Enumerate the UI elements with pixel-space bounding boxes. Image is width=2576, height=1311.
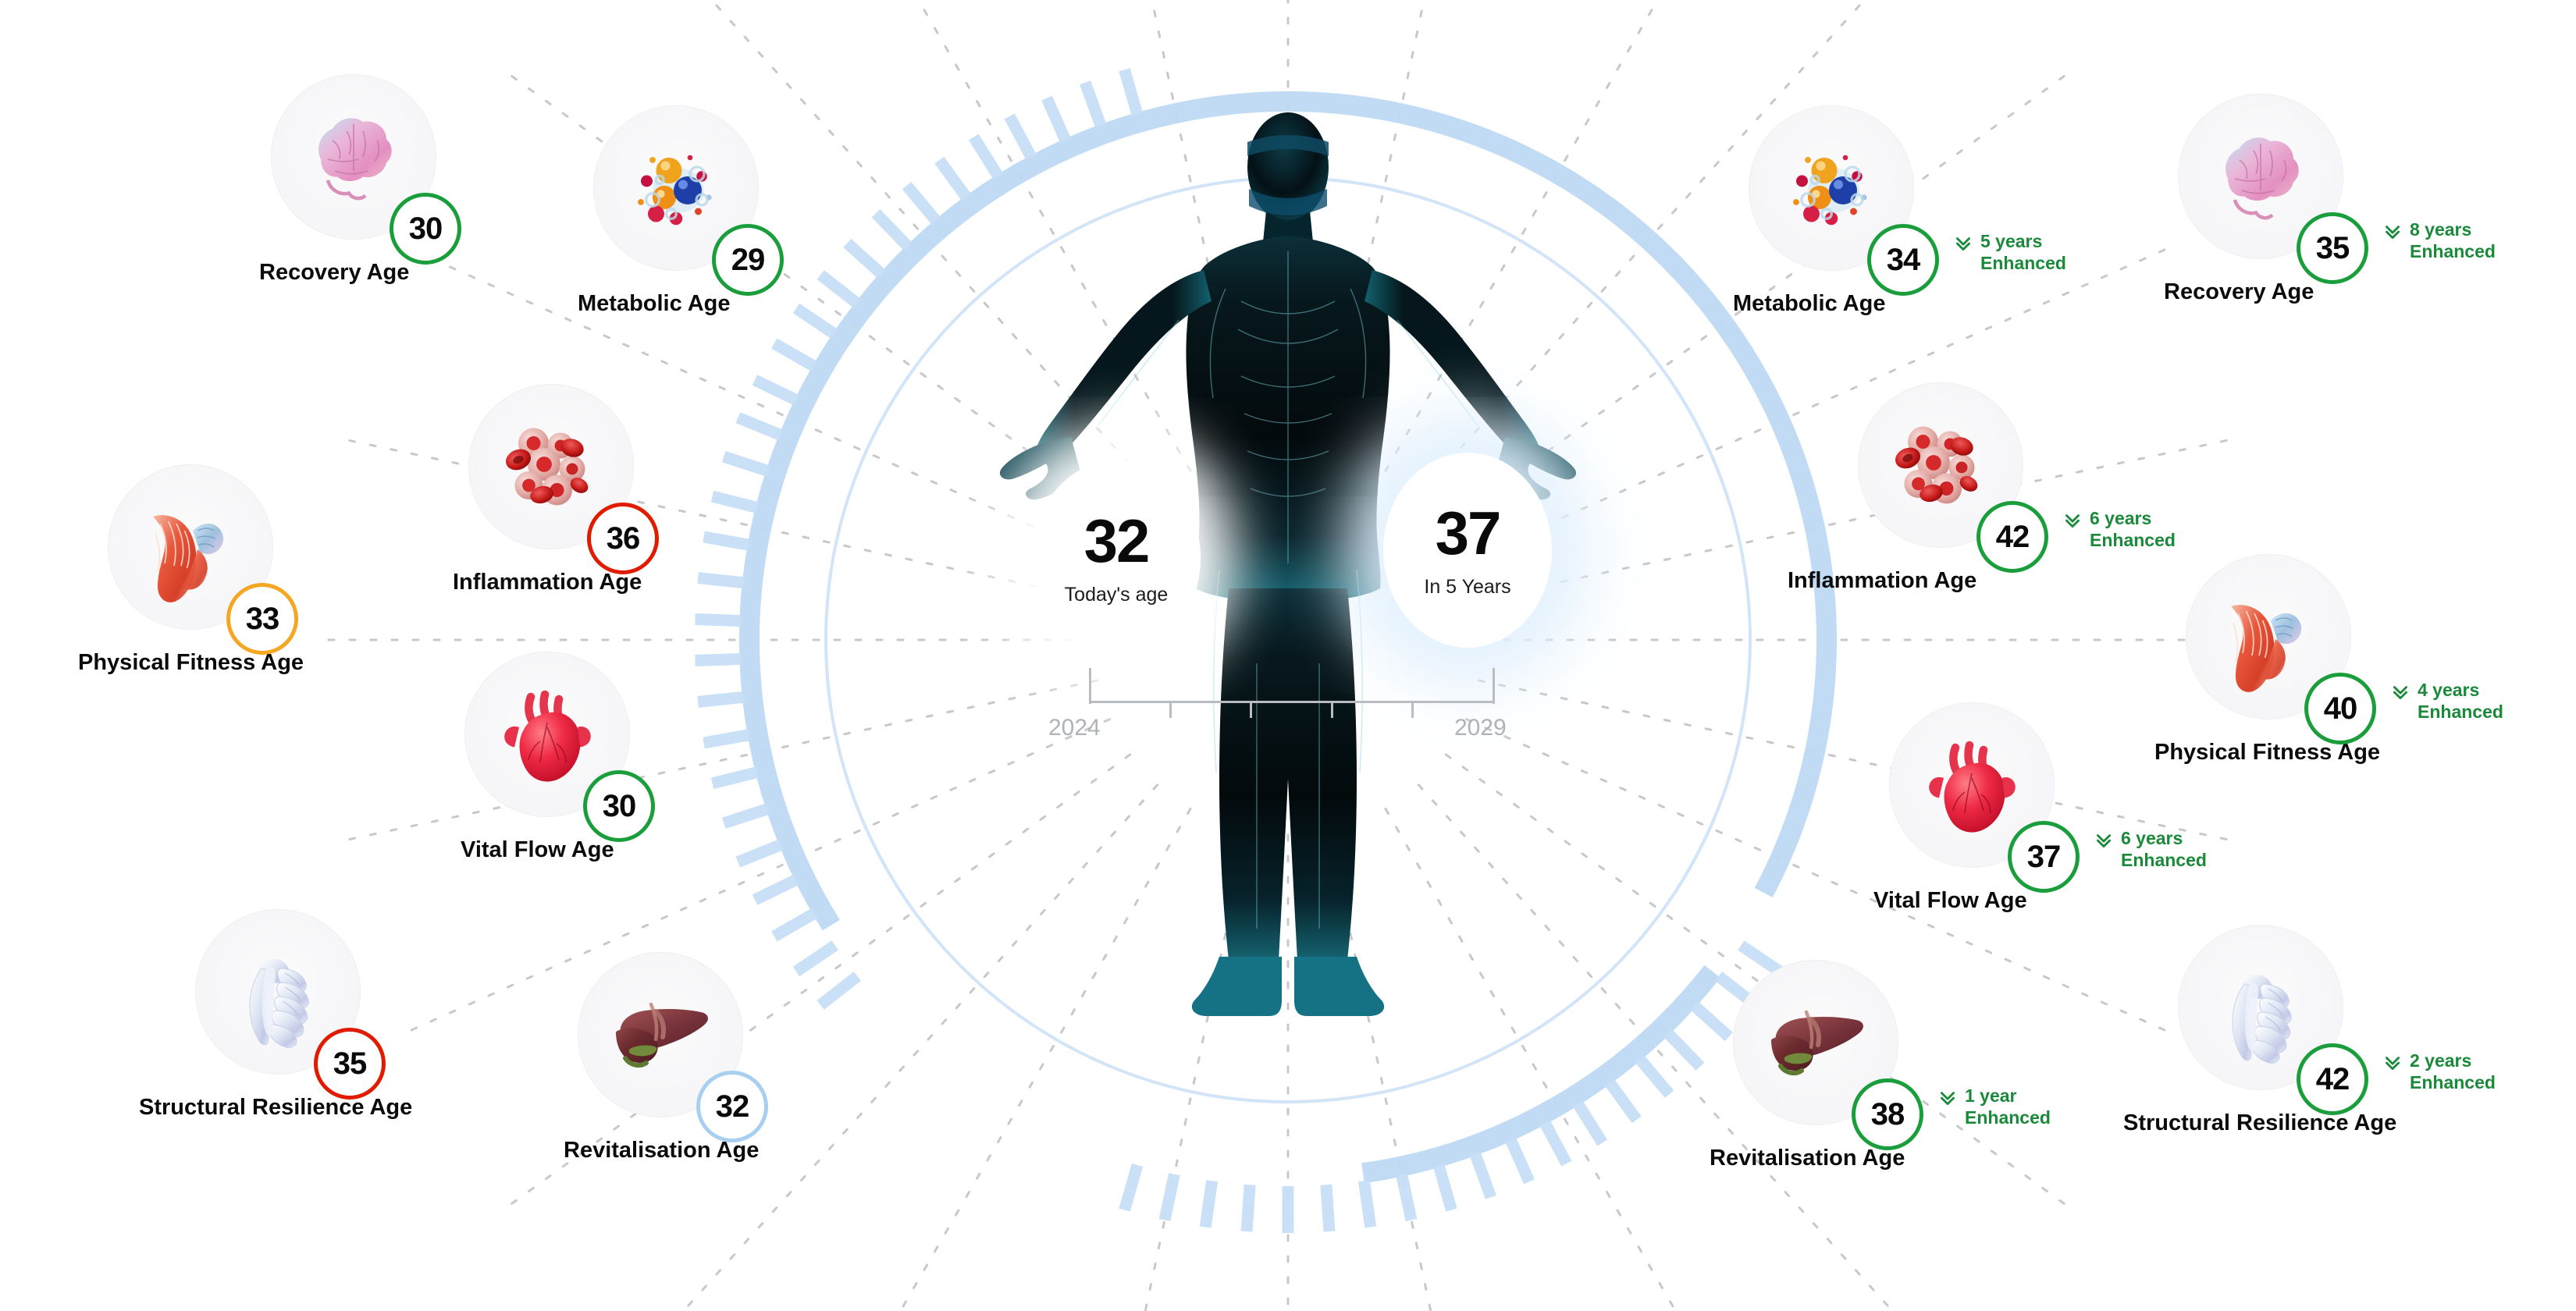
age-badge-right-fitness: 40 <box>2304 673 2376 744</box>
future-age-bubble: 37 In 5 Years <box>1383 453 1552 648</box>
double-chevron-down-icon <box>2094 830 2114 854</box>
age-badge-left-revital: 32 <box>696 1071 768 1142</box>
timeline-tick-start <box>1089 668 1091 704</box>
metric-label-left-structural: Structural Resilience Age <box>139 1095 413 1120</box>
timeline-tick-end <box>1493 668 1495 704</box>
metric-label-right-revital: Revitalisation Age <box>1710 1146 1905 1171</box>
enhanced-years: 6 years <box>2121 828 2183 848</box>
timeline-tick-mid <box>1169 701 1172 718</box>
age-badge-left-metabolic: 29 <box>712 224 784 296</box>
enhanced-word: Enhanced <box>2410 241 2496 262</box>
future-age-caption: In 5 Years <box>1424 575 1511 598</box>
enhanced-word: Enhanced <box>1965 1107 2051 1128</box>
timeline-tick-mid <box>1331 701 1333 718</box>
age-badge-left-vitalflow: 30 <box>583 770 655 842</box>
age-badge-left-inflammation: 36 <box>587 503 659 574</box>
metric-label-right-vitalflow: Vital Flow Age <box>1873 888 2027 913</box>
metric-label-left-vitalflow: Vital Flow Age <box>461 837 614 862</box>
age-badge-left-fitness: 33 <box>226 583 298 655</box>
enhanced-years: 2 years <box>2410 1050 2472 1071</box>
future-age-value: 37 <box>1435 498 1502 567</box>
double-chevron-down-icon <box>2382 1052 2403 1077</box>
age-timeline: 2024 2029 <box>1048 668 1507 743</box>
metric-label-left-recovery: Recovery Age <box>259 260 410 285</box>
liver-icon <box>578 952 743 1117</box>
enhanced-word: Enhanced <box>1980 253 2066 274</box>
metric-label-left-inflammation: Inflammation Age <box>453 570 642 595</box>
muscle-arm-icon <box>2186 554 2351 719</box>
timeline-tick-mid <box>1411 701 1414 718</box>
timeline-tick-mid <box>1250 701 1252 718</box>
enhanced-years: 4 years <box>2418 680 2480 700</box>
human-body-figure <box>991 101 1585 1194</box>
age-badge-right-recovery: 35 <box>2297 212 2368 284</box>
double-chevron-down-icon <box>2390 681 2411 706</box>
metric-label-right-recovery: Recovery Age <box>2164 279 2314 304</box>
age-badge-right-vitalflow: 37 <box>2008 821 2080 893</box>
double-chevron-down-icon <box>1937 1087 1958 1112</box>
enhanced-years: 6 years <box>2090 508 2152 528</box>
todays-age-value: 32 <box>1083 506 1151 575</box>
blood-cells-icon <box>468 384 634 549</box>
timeline-end-year: 2029 <box>1454 715 1507 741</box>
metric-label-right-inflammation: Inflammation Age <box>1788 568 1977 593</box>
enhanced-word: Enhanced <box>2418 702 2503 723</box>
timeline-axis <box>1089 701 1495 703</box>
age-badge-right-structural: 42 <box>2297 1043 2368 1115</box>
metric-label-right-structural: Structural Resilience Age <box>2123 1110 2397 1135</box>
metric-label-left-metabolic: Metabolic Age <box>578 291 731 316</box>
age-badge-right-metabolic: 34 <box>1867 224 1939 296</box>
todays-age-caption: Today's age <box>1064 583 1169 606</box>
timeline-start-year: 2024 <box>1048 715 1101 741</box>
age-badge-left-recovery: 30 <box>390 193 461 265</box>
double-chevron-down-icon <box>2062 510 2083 535</box>
enhanced-word: Enhanced <box>2121 850 2207 871</box>
enhanced-years: 1 year <box>1965 1085 2017 1106</box>
enhanced-word: Enhanced <box>2410 1072 2496 1093</box>
enhanced-word: Enhanced <box>2090 530 2176 551</box>
age-badge-right-revital: 38 <box>1852 1078 1923 1150</box>
double-chevron-down-icon <box>2382 221 2403 246</box>
enhanced-years: 5 years <box>1980 231 2043 251</box>
brain-icon <box>2178 94 2343 259</box>
age-badge-left-structural: 35 <box>314 1028 386 1100</box>
age-badge-right-inflammation: 42 <box>1976 501 2048 573</box>
metric-label-right-metabolic: Metabolic Age <box>1733 291 1886 316</box>
todays-age-bubble: 32 Today's age <box>1032 460 1201 656</box>
enhanced-years: 8 years <box>2410 219 2472 240</box>
double-chevron-down-icon <box>1953 233 1973 258</box>
